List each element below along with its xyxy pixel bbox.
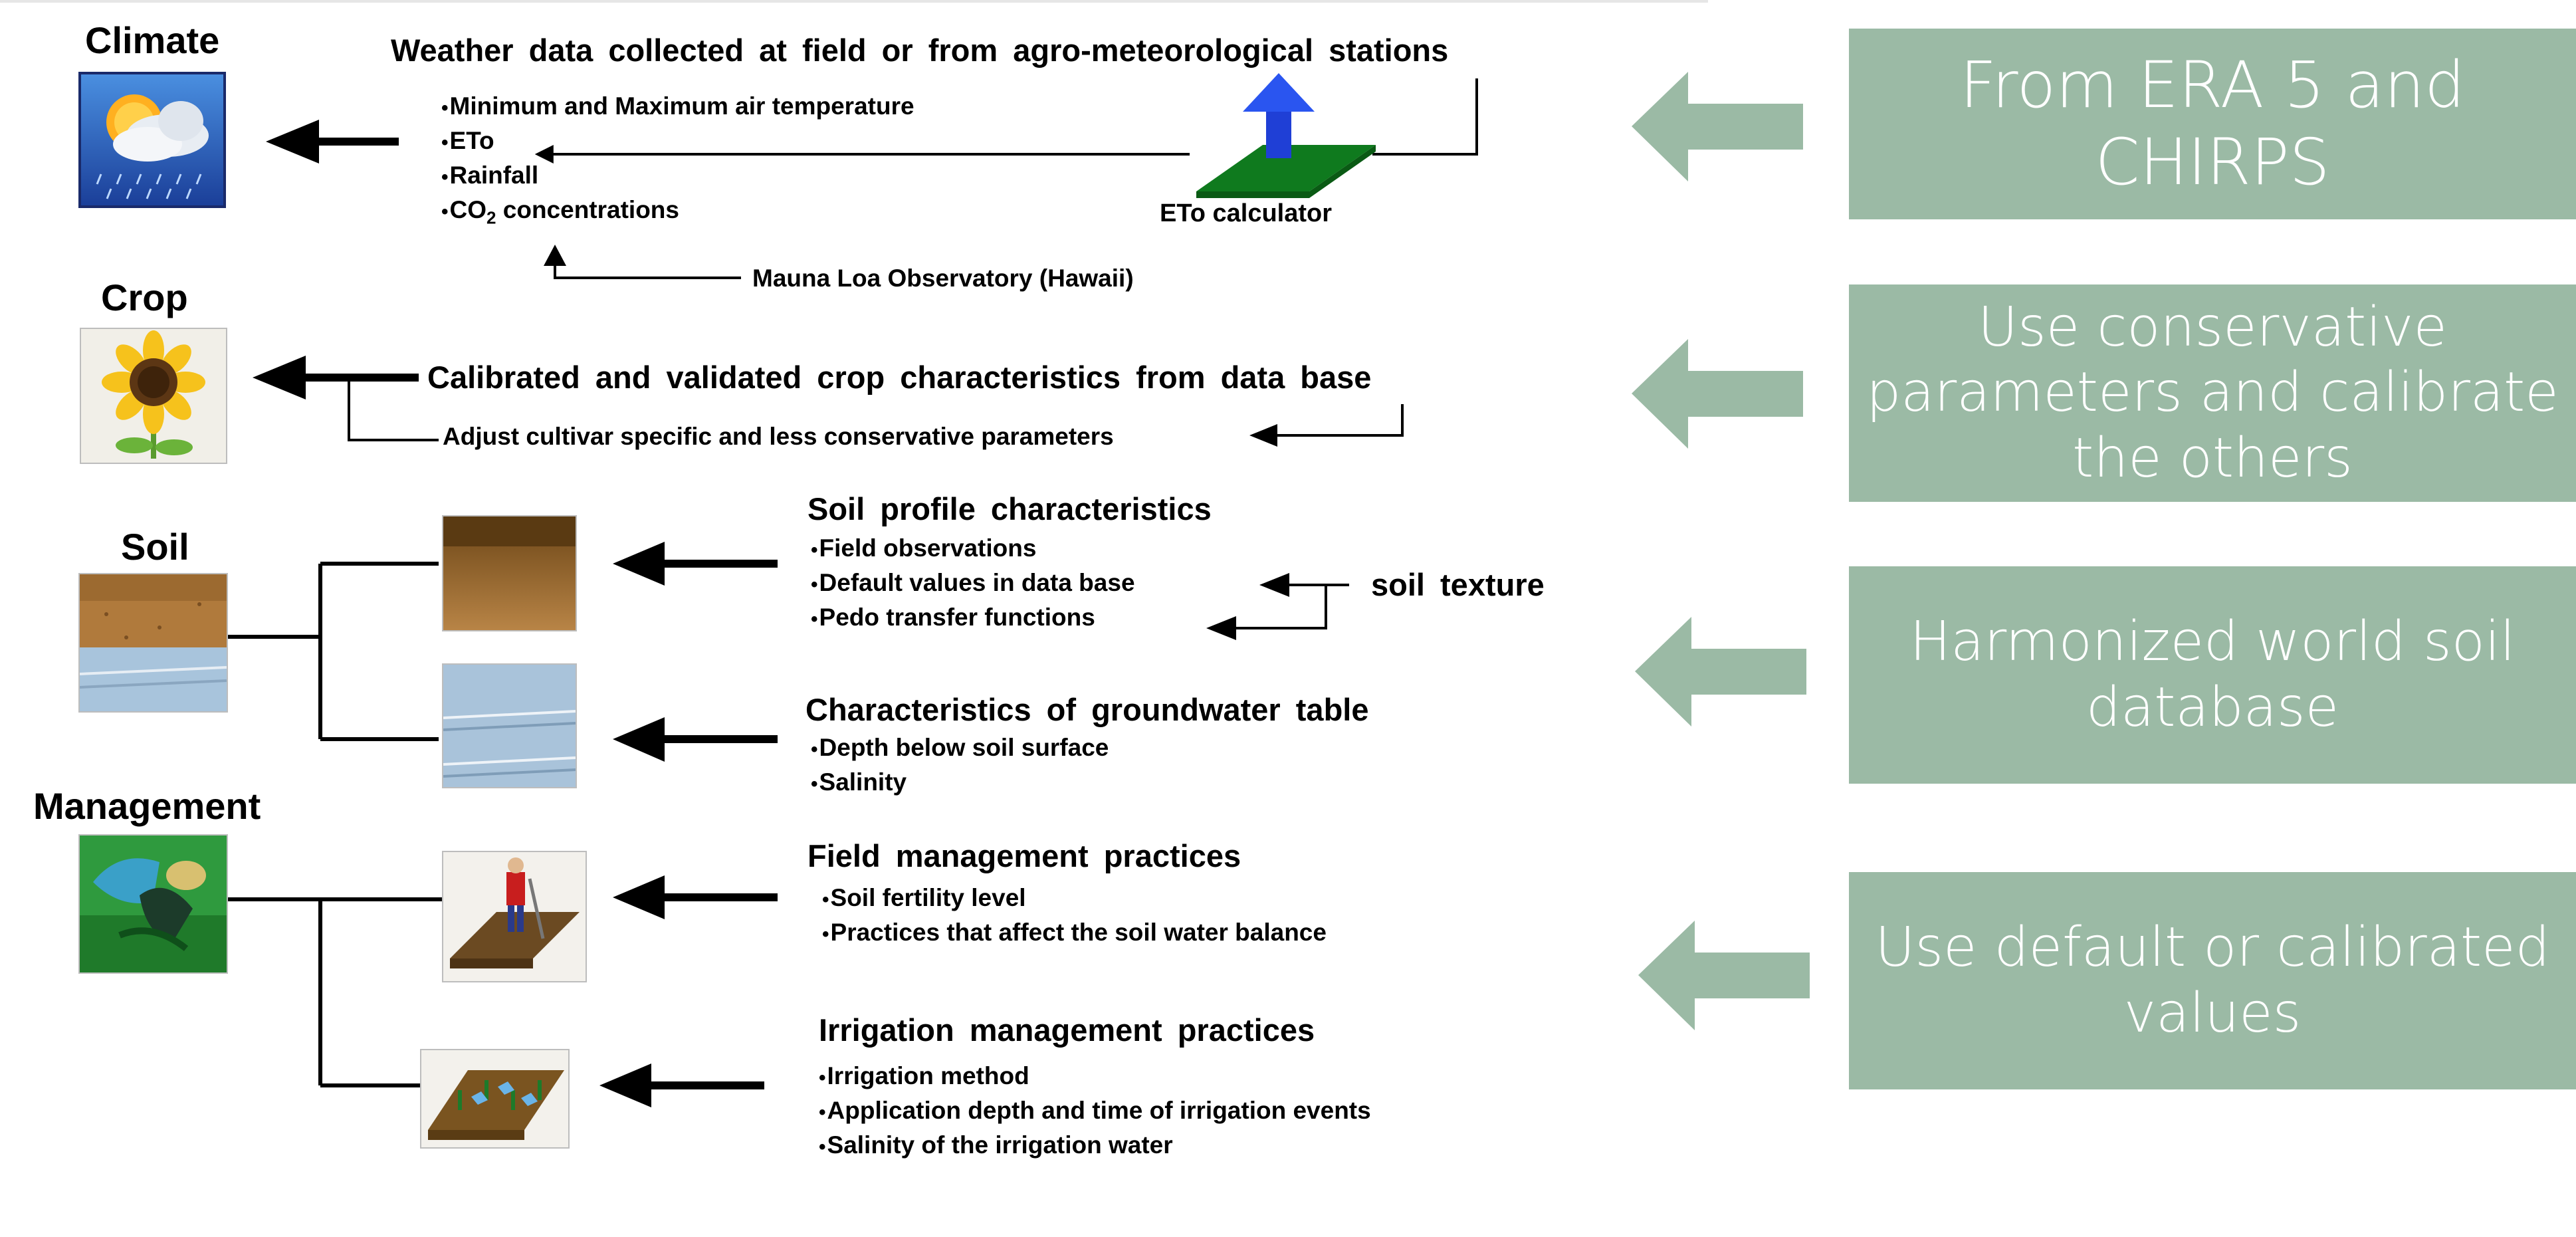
groundwater-header: Characteristics of groundwater table (805, 692, 1369, 727)
panel-line: database (2086, 675, 2339, 739)
observatory-arrowhead (544, 245, 566, 266)
list-item: Minimum and Maximum air temperature (441, 90, 914, 124)
eto-calculator-icon (1196, 73, 1376, 198)
panel-line: Use conservative (1977, 295, 2448, 359)
panel-line: the others (2072, 426, 2353, 490)
list-item: Salinity (811, 766, 1109, 800)
field-management-items: Soil fertility level Practices that affe… (822, 881, 1327, 951)
soil-profile-thumb (442, 515, 577, 631)
observatory-line (554, 259, 741, 279)
list-item: Default values in data base (811, 566, 1135, 601)
panel-climate-source: From ERA 5 and CHIRPS (1849, 29, 2576, 219)
list-item: ETo (441, 124, 914, 159)
category-soil: Soil (121, 526, 189, 568)
panel-arrow-1 (1632, 72, 1803, 181)
irrigation-arrow (599, 1064, 764, 1107)
groundwater-thumb (442, 663, 577, 788)
eto-calculator-label: ETo calculator (1160, 199, 1333, 227)
soil-tree (226, 562, 439, 741)
field-management-header: Field management practices (807, 838, 1241, 873)
panel-crop-source: Use conservative parameters and calibrat… (1849, 284, 2576, 502)
climate-arrow (266, 120, 399, 164)
climate-header: Weather data collected at field or from … (391, 33, 1449, 68)
list-item: Application depth and time of irrigation… (819, 1094, 1371, 1129)
crop-adjust-arrow-line (1276, 404, 1404, 437)
list-item: Rainfall (441, 159, 914, 193)
list-item: Soil fertility level (822, 881, 1327, 916)
panel-arrow-3 (1635, 617, 1806, 727)
top-border-line (0, 0, 1708, 3)
texture-line (1235, 584, 1349, 629)
list-item: CO2 concentrations (441, 193, 914, 234)
list-item: Irrigation method (819, 1060, 1371, 1094)
panel-line: CHIRPS (2095, 124, 2330, 199)
texture-arrowhead-2 (1206, 616, 1236, 640)
groundwater-items: Depth below soil surface Salinity (811, 731, 1109, 800)
crop-header: Calibrated and validated crop characteri… (427, 360, 1372, 395)
management-tree (226, 897, 442, 1087)
crop-adjust-line (348, 378, 439, 441)
soil-texture-label: soil texture (1371, 567, 1545, 602)
soil-icon (78, 573, 228, 713)
sunflower-icon (80, 328, 227, 464)
observatory-label: Mauna Loa Observatory (Hawaii) (752, 265, 1134, 292)
category-management: Management (33, 785, 261, 827)
irrigation-header: Irrigation management practices (819, 1012, 1315, 1048)
category-climate: Climate (85, 19, 220, 61)
panel-arrow-2 (1632, 339, 1803, 449)
field-management-thumb (442, 851, 587, 982)
soil-profile-header: Soil profile characteristics (807, 491, 1212, 526)
climate-icon (78, 72, 226, 208)
panel-line: Use default or calibrated (1875, 916, 2550, 980)
list-item: Depth below soil surface (811, 731, 1109, 766)
irrigation-items: Irrigation method Application depth and … (819, 1060, 1371, 1163)
list-item: Salinity of the irrigation water (819, 1129, 1371, 1163)
field-management-arrow (613, 875, 778, 919)
list-item: Field observations (811, 532, 1135, 566)
crop-arrow (253, 356, 419, 399)
stations-line (1372, 78, 1478, 156)
panel-line: parameters and calibrate (1866, 361, 2559, 425)
soil-profile-arrow (613, 542, 778, 586)
panel-soil-source: Harmonized world soil database (1849, 566, 2576, 784)
panel-management-source: Use default or calibrated values (1849, 872, 2576, 1089)
texture-arrowhead-1 (1259, 573, 1289, 597)
panel-line: From ERA 5 and (1959, 48, 2466, 123)
crop-adjust-label: Adjust cultivar specific and less conser… (443, 423, 1114, 450)
panel-line: Harmonized world soil (1909, 610, 2516, 674)
climate-items: Minimum and Maximum air temperature ETo … (441, 90, 914, 234)
soil-profile-items: Field observations Default values in dat… (811, 532, 1135, 635)
list-item: Pedo transfer functions (811, 601, 1135, 635)
crop-adjust-arrowhead (1249, 424, 1277, 447)
groundwater-arrow (613, 717, 778, 762)
category-crop: Crop (101, 277, 188, 318)
management-icon (78, 834, 228, 974)
irrigation-thumb (420, 1049, 570, 1149)
panel-line: values (2123, 981, 2302, 1045)
panel-arrow-4 (1638, 921, 1810, 1030)
list-item: Practices that affect the soil water bal… (822, 916, 1327, 951)
